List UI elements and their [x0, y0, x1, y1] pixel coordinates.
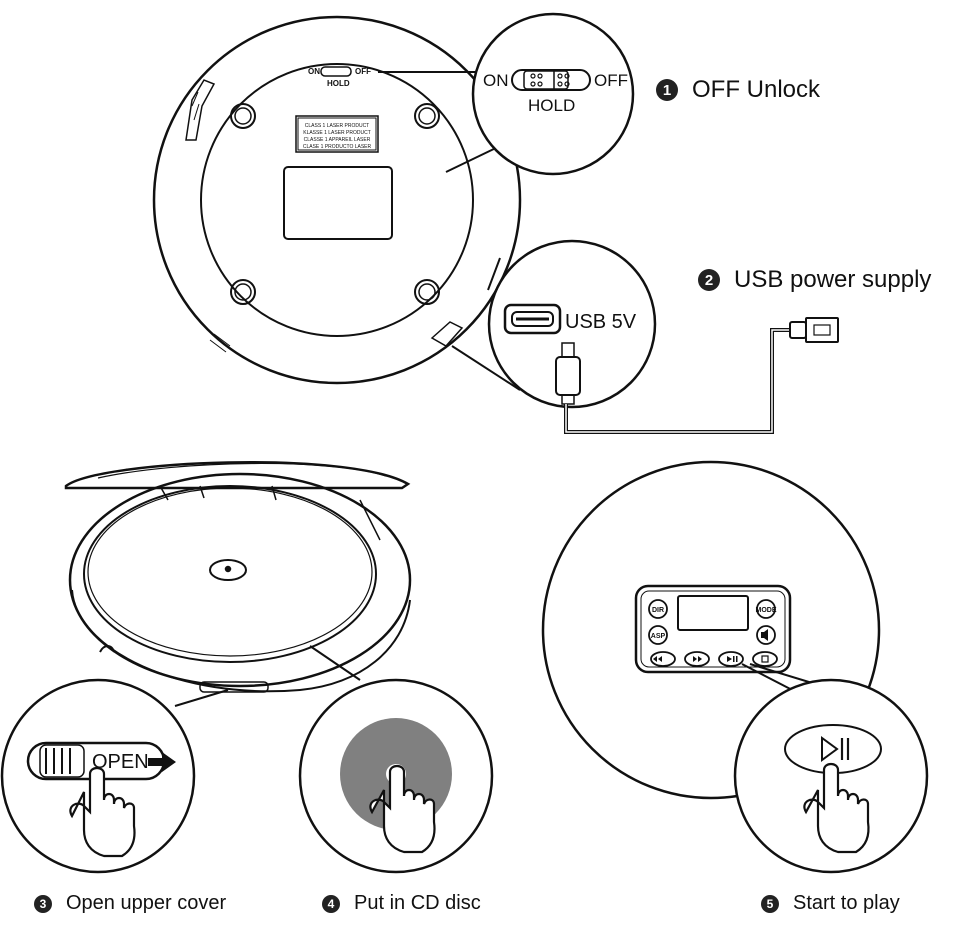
step-4-number: 4 [322, 894, 340, 913]
svg-text:ON: ON [308, 67, 320, 76]
step-5-text: Start to play [793, 892, 900, 914]
open-player-view [64, 461, 412, 707]
svg-text:OFF: OFF [355, 67, 371, 76]
step-1-text: OFF Unlock [692, 76, 821, 103]
step-2-text: USB power supply [734, 266, 932, 293]
step-1-number: 1 [656, 79, 678, 101]
step-3-number: 3 [34, 894, 52, 913]
step-1-label: 1 OFF Unlock [656, 76, 820, 104]
svg-text:HOLD: HOLD [528, 96, 575, 115]
svg-text:HOLD: HOLD [327, 79, 350, 88]
usb-cable [564, 317, 839, 434]
open-label: OPEN [92, 751, 149, 773]
step-2-label: 2 USB power supply [698, 266, 931, 294]
svg-text:CLASS 1 LASER PRODUCT: CLASS 1 LASER PRODUCT [305, 123, 369, 129]
svg-text:CLASSE 1 APPAREIL LASER: CLASSE 1 APPAREIL LASER [304, 137, 371, 143]
svg-text:MODE: MODE [756, 607, 777, 614]
device-back-view [152, 15, 522, 385]
open-slider-zoom [0, 678, 196, 874]
step-4-label: 4 Put in CD disc [322, 892, 481, 915]
hold-switch-zoom-labels: ON OFF HOLD [483, 71, 628, 115]
usb-port-zoom [451, 239, 657, 409]
step-5-label: 5 Start to play [761, 892, 900, 915]
step-3-text: Open upper cover [66, 892, 227, 914]
laser-label-text: CLASS 1 LASER PRODUCT KLASSE 1 LASER PRO… [303, 123, 372, 150]
svg-text:KLASSE 1 LASER PRODUCT: KLASSE 1 LASER PRODUCT [303, 130, 371, 136]
play-button-zoom [733, 678, 929, 874]
step-2-number: 2 [698, 269, 720, 291]
svg-text:OFF: OFF [594, 71, 628, 90]
step-4-text: Put in CD disc [354, 892, 481, 914]
cd-disc-zoom [298, 678, 494, 874]
svg-text:DIR: DIR [652, 607, 664, 614]
control-panel-button-labels: DIR MODE ASP [651, 607, 777, 640]
svg-text:ON: ON [483, 71, 509, 90]
svg-text:ASP: ASP [651, 633, 666, 640]
usb-label: USB 5V [565, 311, 637, 333]
step-3-label: 3 Open upper cover [34, 892, 226, 915]
hold-switch-small-labels: ON OFF HOLD [308, 67, 371, 88]
svg-text:CLASE 1 PRODUCTO LASER: CLASE 1 PRODUCTO LASER [303, 144, 372, 150]
hold-switch-zoom [378, 12, 635, 176]
step-5-number: 5 [761, 894, 779, 913]
